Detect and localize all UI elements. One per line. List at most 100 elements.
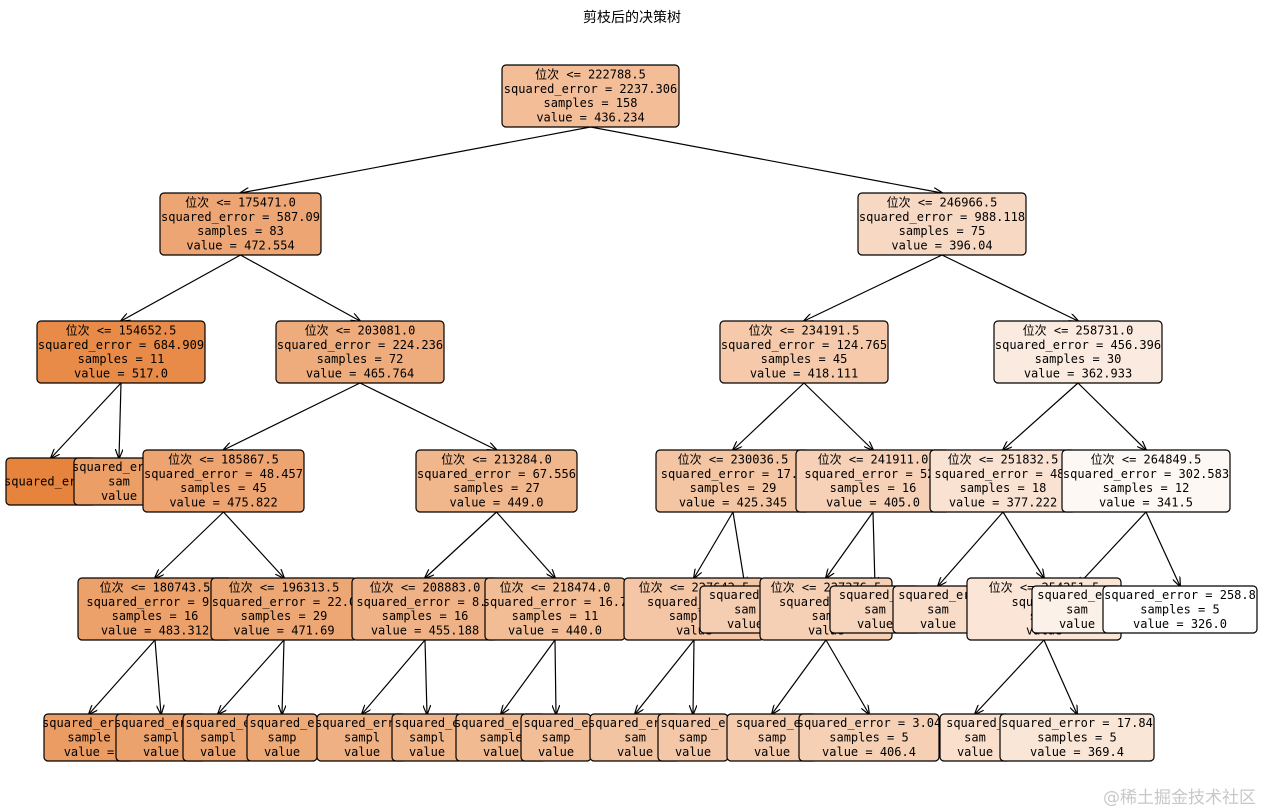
node-line: 位次 <= 203081.0 bbox=[305, 322, 416, 337]
node-line: squared_error = 684.909 bbox=[38, 338, 204, 352]
node-line: 位次 <= 234191.5 bbox=[749, 322, 860, 337]
edge-arrow bbox=[555, 639, 556, 714]
node-line: value = 341.5 bbox=[1099, 496, 1193, 510]
node-line: squared_error = 3.04 bbox=[797, 716, 942, 730]
edge-arrow bbox=[51, 382, 122, 458]
edge-arrow bbox=[1002, 511, 1044, 578]
node-line: samp bbox=[679, 731, 708, 745]
node-line: 位次 <= 180743.5 bbox=[100, 579, 211, 594]
node-line: value = 472.554 bbox=[186, 239, 294, 253]
edge-arrow bbox=[223, 511, 285, 578]
edge-arrow bbox=[693, 639, 694, 714]
node-line: sam bbox=[927, 603, 949, 617]
node-line: value bbox=[101, 489, 137, 503]
node-line: squared_error = 52. bbox=[804, 467, 941, 481]
node-line: squared_er bbox=[736, 716, 808, 730]
node-line: 位次 <= 222788.5 bbox=[535, 66, 646, 81]
node-line: 位次 <= 264849.5 bbox=[1091, 451, 1202, 466]
edge-arrow bbox=[240, 254, 361, 321]
node-line: squared_error = 48. bbox=[934, 467, 1071, 481]
node-line: value bbox=[754, 745, 790, 759]
node-line: squared_error bbox=[315, 716, 409, 730]
node-line: value bbox=[727, 617, 763, 631]
node-line: value = bbox=[64, 745, 115, 759]
node-line: value = 475.822 bbox=[169, 496, 277, 510]
edge-arrow bbox=[732, 511, 745, 586]
node-line: samples = 45 bbox=[761, 352, 848, 366]
node-line: squared_err bbox=[898, 588, 977, 602]
node-line: value bbox=[857, 617, 893, 631]
node-line: 位次 <= 175471.0 bbox=[185, 194, 296, 209]
node-line: samples = 75 bbox=[899, 224, 986, 238]
node-line: value = 471.69 bbox=[233, 624, 334, 638]
node-line: samples = 16 bbox=[112, 609, 199, 623]
node-box bbox=[999, 713, 1155, 762]
node-line: value bbox=[538, 745, 574, 759]
node-line: 位次 <= 251832.5 bbox=[948, 451, 1059, 466]
node-line: squared_ bbox=[946, 716, 1005, 730]
node-line: value = 369.4 bbox=[1030, 745, 1124, 759]
node-line: value bbox=[264, 745, 300, 759]
node-line: value = 483.312 bbox=[101, 624, 209, 638]
node-line: squared_error = 8.9 bbox=[356, 595, 493, 609]
edge-arrow bbox=[590, 126, 943, 193]
node-line: squared_err bbox=[1037, 588, 1116, 602]
edge-arrow bbox=[362, 639, 426, 714]
node-line: sam bbox=[734, 603, 756, 617]
node-line: squared_error = 2237.306 bbox=[504, 82, 677, 96]
edge-arrow bbox=[694, 511, 734, 578]
node-line: sam bbox=[964, 731, 986, 745]
node-line: sam bbox=[1066, 603, 1088, 617]
node-line: samples = 45 bbox=[180, 481, 267, 495]
node-line: value = 406.4 bbox=[822, 745, 916, 759]
edge-arrow bbox=[282, 639, 284, 714]
edge-arrow bbox=[241, 126, 591, 193]
node-line: value bbox=[143, 745, 179, 759]
node-box bbox=[501, 64, 680, 128]
node-line: sam bbox=[624, 731, 646, 745]
node-line: squared_error = 124.765 bbox=[721, 338, 887, 352]
node-line: 位次 <= 258731.0 bbox=[1023, 322, 1134, 337]
node-box bbox=[719, 320, 889, 384]
node-line: sam bbox=[108, 475, 130, 489]
node-line: value = 405.0 bbox=[826, 496, 920, 510]
node-line: squared_error = 587.09 bbox=[161, 210, 320, 224]
node-line: samp bbox=[758, 731, 787, 745]
edge-arrow bbox=[496, 511, 556, 578]
node-line: samples = 72 bbox=[317, 352, 404, 366]
edge-arrow bbox=[119, 382, 121, 458]
node-box bbox=[798, 713, 940, 762]
node-box bbox=[159, 192, 322, 256]
node-line: samples = 27 bbox=[453, 481, 540, 495]
node-line: sampl bbox=[344, 731, 380, 745]
node-line: samples = 5 bbox=[1037, 731, 1116, 745]
node-line: squared_e bbox=[523, 716, 588, 730]
edge-arrow bbox=[89, 639, 156, 714]
node-line: sampl bbox=[200, 731, 236, 745]
node-line: squared_e bbox=[660, 716, 725, 730]
diagram-title: 剪枝后的决策树 bbox=[583, 9, 681, 26]
edge-arrow bbox=[1077, 511, 1147, 586]
node-box bbox=[857, 192, 1027, 256]
node-line: samples = 16 bbox=[382, 609, 469, 623]
edge-arrow bbox=[425, 639, 427, 714]
node-line: value = 455.188 bbox=[371, 624, 479, 638]
node-line: sam bbox=[864, 603, 886, 617]
node-line: value = 425.345 bbox=[679, 496, 787, 510]
edge-arrow bbox=[1145, 511, 1180, 586]
node-line: squared_error = 17.6 bbox=[661, 467, 806, 481]
